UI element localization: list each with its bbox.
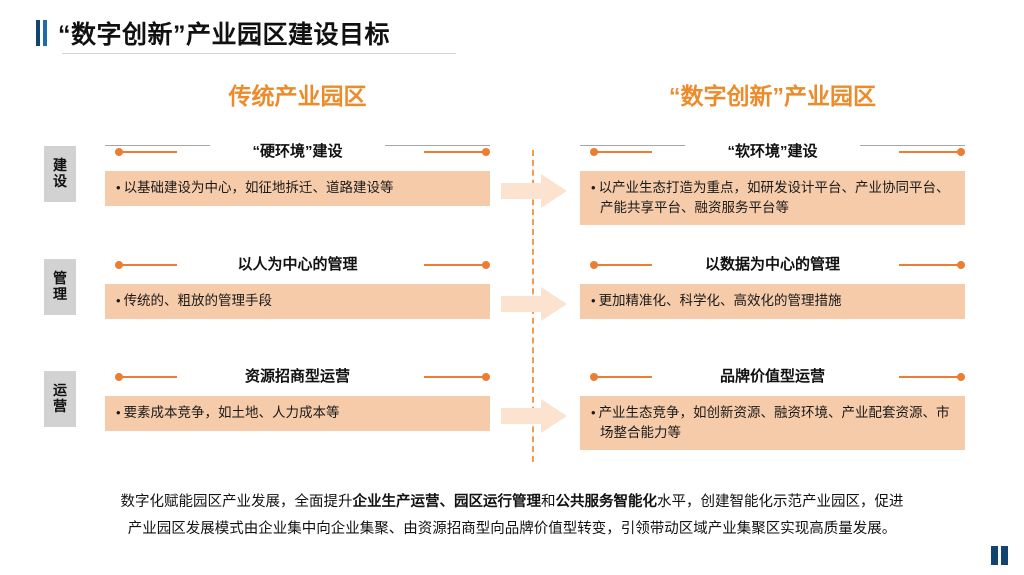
rule-orange-left: [592, 264, 652, 266]
content-box-right-construction: 以产业生态打造为重点，如研发设计平台、产业协同平台、产能共享平台、融资服务平台等: [580, 171, 965, 226]
caption-right-management: 以数据为中心的管理: [704, 256, 840, 273]
caption-left-management: 以人为中心的管理: [237, 256, 358, 273]
rule-orange-right: [424, 264, 486, 266]
title-accent-bars-icon: [36, 20, 47, 46]
footer-summary: 数字化赋能园区产业发展，全面提升企业生产运营、园区运行管理和公共服务智能化水平，…: [60, 489, 964, 543]
rule-orange-left: [117, 264, 177, 266]
content-text: 要素成本竞争，如土地、人力成本等: [116, 403, 480, 423]
row-band-left-management: 以人为中心的管理: [105, 253, 490, 279]
rule-gray-right: [860, 145, 965, 146]
title-underline: [62, 53, 456, 54]
content-box-left-management: 传统的、粗放的管理手段: [105, 284, 490, 319]
content-text: 更加精准化、科学化、高效化的管理措施: [591, 291, 955, 311]
dot-marker-right: [957, 148, 965, 156]
content-text: 以产业生态打造为重点，如研发设计平台、产业协同平台、产能共享平台、融资服务平台等: [591, 178, 955, 217]
footer-line1-bold1: 企业生产运营、园区运行管理: [352, 494, 542, 510]
rule-orange-right: [899, 151, 961, 153]
rule-orange-left: [117, 151, 177, 153]
rule-orange-right: [424, 151, 486, 153]
column-header-traditional: 传统产业园区: [228, 83, 367, 109]
content-text: 传统的、粗放的管理手段: [116, 291, 480, 311]
content-text: 以基础建设为中心，如征地拆迁、道路建设等: [116, 178, 480, 198]
transition-arrow-icon: [501, 399, 567, 433]
dot-marker-left: [590, 148, 598, 156]
rule-gray-right: [385, 145, 490, 146]
row-band-right-construction: “软环境”建设: [580, 140, 965, 166]
dot-marker-left: [115, 373, 123, 381]
footer-line1-bold2: 公共服务智能化: [555, 494, 658, 510]
content-box-left-operation: 要素成本竞争，如土地、人力成本等: [105, 396, 490, 431]
dot-marker-right: [957, 261, 965, 269]
content-box-right-operation: 产业生态竞争，如创新资源、融资环境、产业配套资源、市场整合能力等: [580, 396, 965, 451]
dot-marker-right: [482, 261, 490, 269]
caption-left-construction: “硬环境”建设: [252, 143, 343, 160]
row-label-construction: 建 设: [44, 146, 76, 202]
transition-arrow-icon: [501, 174, 567, 208]
corner-accent-bars-icon: [991, 546, 1008, 565]
footer-line1-mid: 和: [541, 494, 556, 510]
dot-marker-right: [482, 148, 490, 156]
content-box-left-construction: 以基础建设为中心，如征地拆迁、道路建设等: [105, 171, 490, 206]
dot-marker-left: [590, 261, 598, 269]
dot-marker-left: [590, 373, 598, 381]
page-title-row: “数字创新”产业园区建设目标: [36, 16, 390, 50]
rule-gray-left: [105, 145, 210, 146]
footer-line1-part2: 水平，创建智能化示范产业园区，促进: [657, 494, 904, 510]
dot-marker-right: [957, 373, 965, 381]
row-band-left-operation: 资源招商型运营: [105, 365, 490, 391]
row-band-right-operation: 品牌价值型运营: [580, 365, 965, 391]
content-box-right-management: 更加精准化、科学化、高效化的管理措施: [580, 284, 965, 319]
caption-left-operation: 资源招商型运营: [244, 368, 350, 385]
caption-right-operation: 品牌价值型运营: [719, 368, 825, 385]
content-text: 产业生态竞争，如创新资源、融资环境、产业配套资源、市场整合能力等: [591, 403, 955, 442]
row-band-left-construction: “硬环境”建设: [105, 140, 490, 166]
rule-orange-right: [424, 376, 486, 378]
row-label-management: 管 理: [44, 259, 76, 315]
row-band-right-management: 以数据为中心的管理: [580, 253, 965, 279]
rule-orange-left: [592, 376, 652, 378]
rule-orange-right: [899, 264, 961, 266]
transition-arrow-icon: [501, 287, 567, 321]
rule-orange-left: [117, 376, 177, 378]
page-title: “数字创新”产业园区建设目标: [58, 21, 391, 49]
footer-line1-part1: 数字化赋能园区产业发展，全面提升: [120, 494, 353, 510]
caption-right-construction: “软环境”建设: [727, 143, 818, 160]
rule-orange-right: [899, 376, 961, 378]
row-label-operation: 运 营: [44, 371, 76, 427]
dot-marker-left: [115, 261, 123, 269]
dot-marker-right: [482, 373, 490, 381]
dot-marker-left: [115, 148, 123, 156]
column-header-digital: “数字创新”产业园区: [669, 83, 876, 109]
rule-orange-left: [592, 151, 652, 153]
footer-line2: 产业园区发展模式由企业集中向企业集聚、由资源招商型向品牌价值型转变，引领带动区域…: [127, 520, 897, 537]
rule-gray-left: [580, 145, 685, 146]
